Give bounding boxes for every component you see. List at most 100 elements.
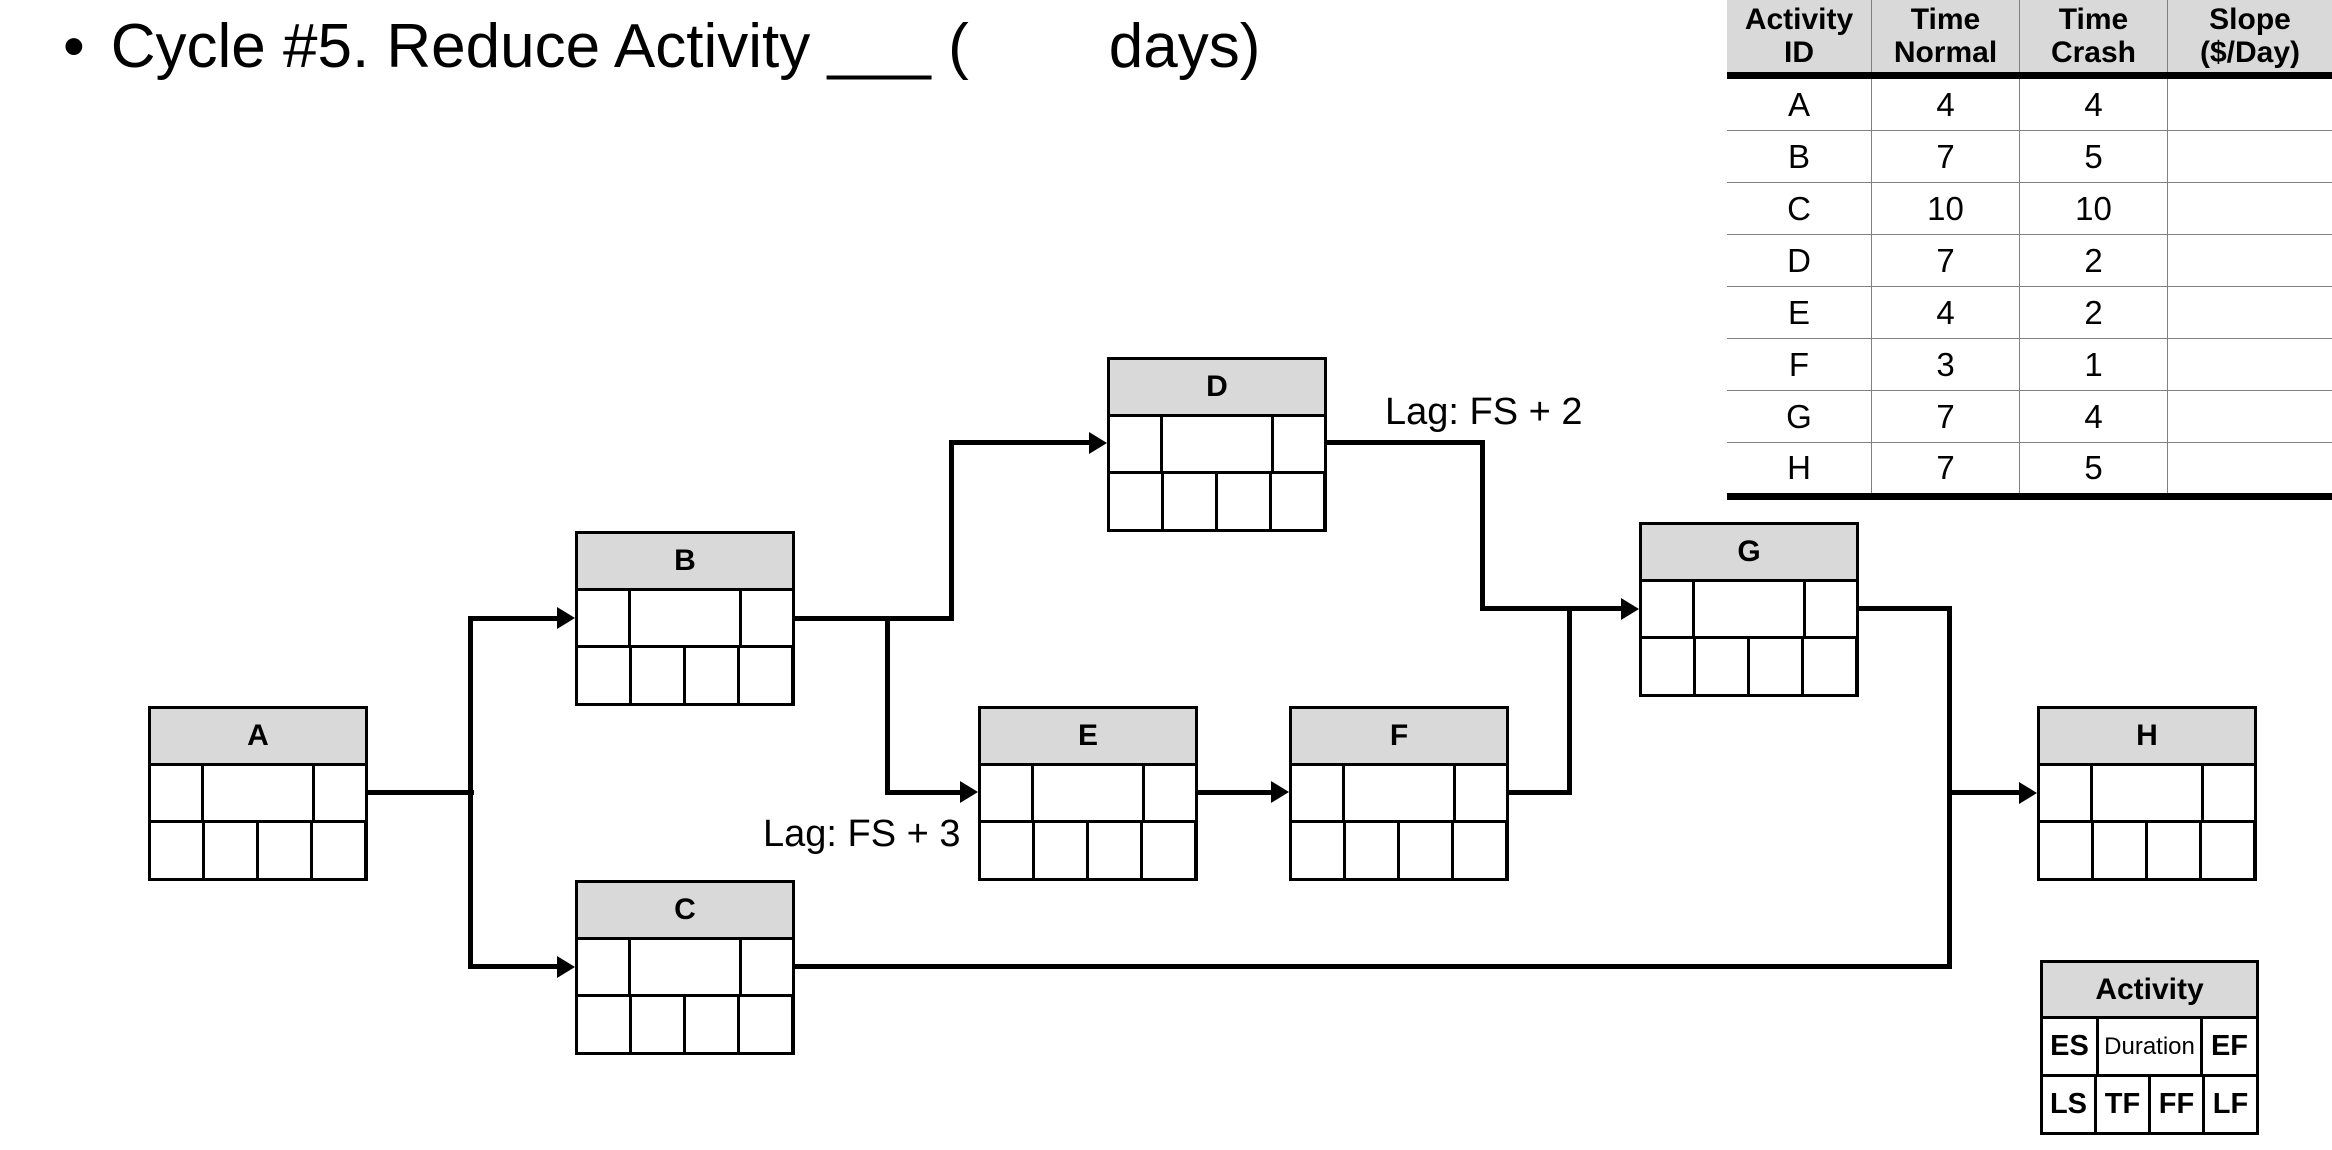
tf-cell xyxy=(1035,823,1086,878)
es-cell xyxy=(2040,766,2090,820)
ff-cell xyxy=(259,823,310,878)
edge-d-to-g xyxy=(1480,606,1621,611)
cell-slope xyxy=(2168,131,2332,182)
arrowhead-into-d xyxy=(1089,432,1107,454)
cell-time-crash: 4 xyxy=(2020,391,2168,442)
activity-node-g: G xyxy=(1639,522,1859,697)
edge-b-to-e-vertical xyxy=(885,616,890,795)
edge-b-exit xyxy=(795,616,954,621)
table-header-row: Activity ID Time Normal Time Crash Slope… xyxy=(1727,0,2332,79)
ff-cell xyxy=(686,997,737,1052)
table-row: F 3 1 xyxy=(1727,339,2332,391)
cell-activity-id: B xyxy=(1727,131,1872,182)
cell-slope xyxy=(2168,339,2332,390)
ls-cell xyxy=(578,648,629,703)
cell-time-crash: 4 xyxy=(2020,79,2168,130)
node-label: D xyxy=(1110,360,1324,414)
ff-cell xyxy=(1750,639,1801,694)
cell-time-normal: 7 xyxy=(1872,131,2020,182)
arrowhead-into-e xyxy=(960,781,978,803)
tf-cell xyxy=(1164,474,1215,529)
cell-time-normal: 10 xyxy=(1872,183,2020,234)
edge-g-c-merge-vertical xyxy=(1947,606,1952,969)
lf-cell xyxy=(740,997,791,1052)
es-cell xyxy=(981,766,1031,820)
edge-b-to-e xyxy=(885,790,960,795)
cell-time-crash: 5 xyxy=(2020,131,2168,182)
node-label: E xyxy=(981,709,1195,763)
cell-slope xyxy=(2168,79,2332,130)
cell-slope xyxy=(2168,235,2332,286)
edge-c-to-h xyxy=(795,964,1952,969)
cell-time-normal: 7 xyxy=(1872,443,2020,493)
legend-tf: TF xyxy=(2097,1077,2148,1132)
cell-time-normal: 7 xyxy=(1872,235,2020,286)
col-header-time-normal: Time Normal xyxy=(1872,0,2020,72)
ef-cell xyxy=(1274,417,1324,471)
legend-ls: LS xyxy=(2043,1077,2094,1132)
arrowhead-into-g xyxy=(1621,598,1639,620)
cell-time-normal: 7 xyxy=(1872,391,2020,442)
duration-cell xyxy=(1034,766,1142,820)
lf-cell xyxy=(1454,823,1505,878)
lag-label-b-e: Lag: FS + 3 xyxy=(763,813,961,855)
es-cell xyxy=(151,766,201,820)
ef-cell xyxy=(2204,766,2254,820)
ef-cell xyxy=(742,591,792,645)
es-cell xyxy=(578,591,628,645)
duration-cell xyxy=(631,591,739,645)
ff-cell xyxy=(686,648,737,703)
lf-cell xyxy=(313,823,364,878)
cell-time-crash: 2 xyxy=(2020,235,2168,286)
ff-cell xyxy=(1089,823,1140,878)
activity-node-d: D xyxy=(1107,357,1327,532)
edge-b-to-d xyxy=(949,440,1089,445)
ef-cell xyxy=(742,940,792,994)
ef-cell xyxy=(315,766,365,820)
crash-cost-table: Activity ID Time Normal Time Crash Slope… xyxy=(1727,0,2332,500)
duration-cell xyxy=(631,940,739,994)
es-cell xyxy=(578,940,628,994)
cell-activity-id: G xyxy=(1727,391,1872,442)
table-row: C 10 10 xyxy=(1727,183,2332,235)
tf-cell xyxy=(1346,823,1397,878)
edge-a-fork-vertical xyxy=(468,616,473,969)
edge-g-exit xyxy=(1859,606,1952,611)
cell-time-crash: 5 xyxy=(2020,443,2168,493)
node-label: A xyxy=(151,709,365,763)
cell-activity-id: C xyxy=(1727,183,1872,234)
tf-cell xyxy=(1696,639,1747,694)
ls-cell xyxy=(1642,639,1693,694)
edge-into-h xyxy=(1947,790,2019,795)
lf-cell xyxy=(2202,823,2253,878)
ff-cell xyxy=(1400,823,1451,878)
table-row: E 4 2 xyxy=(1727,287,2332,339)
ls-cell xyxy=(151,823,202,878)
legend-es: ES xyxy=(2043,1019,2096,1074)
edge-a-to-b xyxy=(468,616,557,621)
slide-title-prefix: Cycle #5. Reduce Activity ___ ( xyxy=(110,12,969,81)
slide-title: •Cycle #5. Reduce Activity ___ (days) xyxy=(63,10,1260,84)
activity-node-c: C xyxy=(575,880,795,1055)
ef-cell xyxy=(1806,582,1856,636)
edge-d-exit xyxy=(1327,440,1485,445)
col-header-time-crash: Time Crash xyxy=(2020,0,2168,72)
node-label: F xyxy=(1292,709,1506,763)
lf-cell xyxy=(1804,639,1855,694)
edge-a-to-c xyxy=(468,964,557,969)
cell-time-normal: 4 xyxy=(1872,79,2020,130)
cell-slope xyxy=(2168,183,2332,234)
cell-activity-id: D xyxy=(1727,235,1872,286)
duration-cell xyxy=(2093,766,2201,820)
duration-cell xyxy=(204,766,312,820)
ls-cell xyxy=(578,997,629,1052)
node-legend: Activity ES Duration EF LS TF FF LF xyxy=(2040,960,2259,1135)
edge-b-to-d-vertical xyxy=(949,440,954,621)
es-cell xyxy=(1110,417,1160,471)
table-row: H 7 5 xyxy=(1727,443,2332,493)
edge-f-exit xyxy=(1509,790,1572,795)
edge-f-to-g-vertical xyxy=(1567,606,1572,795)
edge-e-to-f xyxy=(1198,790,1271,795)
tf-cell xyxy=(632,648,683,703)
ls-cell xyxy=(981,823,1032,878)
